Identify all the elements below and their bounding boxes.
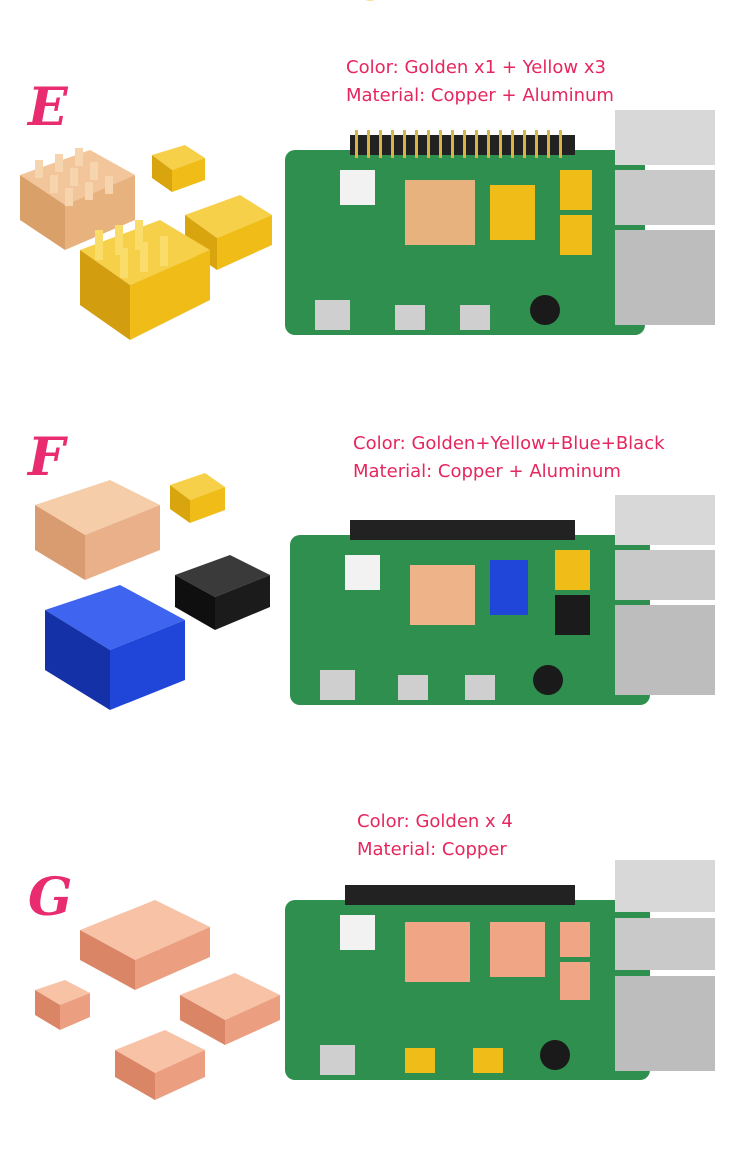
heatsink-black bbox=[175, 555, 270, 630]
color-line: Color: Golden x1 + Yellow x3 bbox=[346, 57, 606, 78]
variant-f-section: F Color: Golden+Yellow+Blue+Black Materi… bbox=[0, 380, 750, 770]
raspberry-pi-board-image bbox=[285, 860, 715, 1080]
variant-caption: Color: Golden x 4 Material: Copper bbox=[357, 808, 513, 864]
color-line: Color: Golden+Yellow+Blue+Black bbox=[353, 433, 665, 454]
color-line: Color: Golden x 4 bbox=[357, 811, 513, 832]
heatsink-copper-large bbox=[80, 900, 210, 990]
material-line: Material: Copper + Aluminum bbox=[346, 85, 614, 106]
heatsink-copper bbox=[20, 148, 135, 250]
heatsink-yellow-small bbox=[152, 145, 205, 192]
heatsink-copper-medium bbox=[180, 973, 280, 1045]
heatsink-yellow-large bbox=[80, 220, 210, 340]
heatsink-set-image bbox=[35, 473, 270, 710]
variant-letter: G bbox=[28, 867, 73, 928]
raspberry-pi-board-image bbox=[290, 495, 715, 705]
variant-letter: E bbox=[28, 77, 68, 138]
raspberry-pi-board-image bbox=[285, 110, 715, 335]
heatsink-set-image bbox=[35, 900, 280, 1100]
variant-e-section: E Color: Golden x1 + Yellow x3 Material:… bbox=[0, 0, 750, 380]
variant-letter: F bbox=[28, 427, 65, 488]
variant-caption: Color: Golden x1 + Yellow x3 Material: C… bbox=[346, 54, 614, 110]
material-line: Material: Copper + Aluminum bbox=[353, 461, 621, 482]
variant-g-section: G Color: Golden x 4 Material: Copper bbox=[0, 770, 750, 1164]
heatsink-set-image bbox=[20, 145, 272, 340]
heatsink-blue bbox=[45, 585, 185, 710]
heatsink-copper-small bbox=[35, 980, 90, 1030]
heatsink-copper bbox=[35, 480, 160, 580]
variant-caption: Color: Golden+Yellow+Blue+Black Material… bbox=[353, 430, 665, 486]
heatsink-yellow-small bbox=[170, 473, 225, 523]
material-line: Material: Copper bbox=[357, 839, 507, 860]
heatsink-copper-square bbox=[115, 1030, 205, 1100]
